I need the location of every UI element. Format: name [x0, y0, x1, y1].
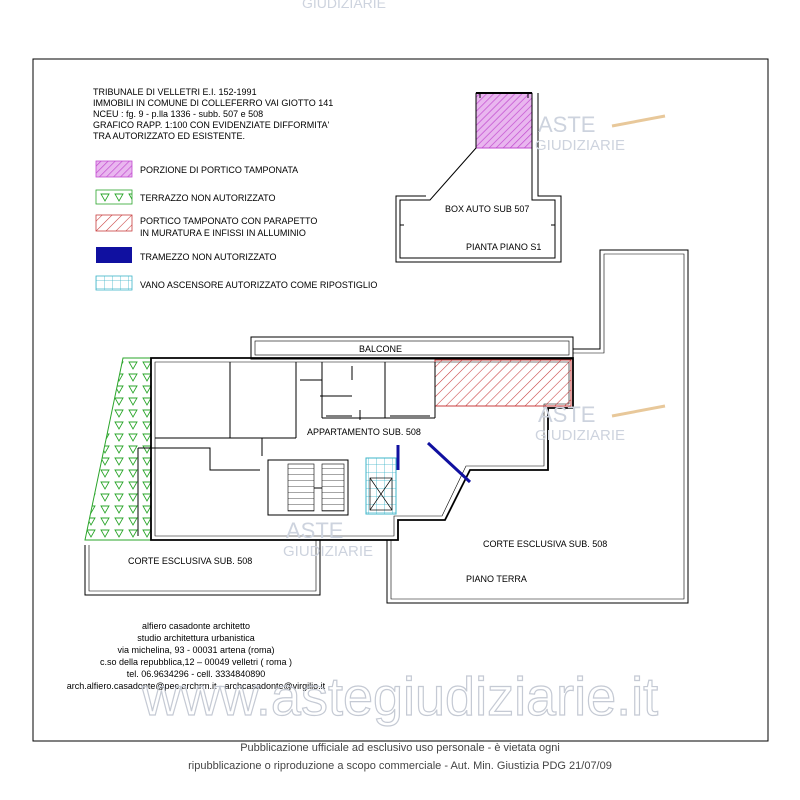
- svg-text:studio architettura urbanistic: studio architettura urbanistica: [137, 633, 255, 643]
- label-court-right: CORTE ESCLUSIVA SUB. 508: [483, 539, 607, 549]
- svg-text:GIUDIZIARIE: GIUDIZIARIE: [283, 543, 373, 560]
- legend-swatch-blue-fill: [96, 247, 132, 263]
- legend-label-3b: IN MURATURA E INFISSI IN ALLUMINIO: [140, 228, 306, 238]
- label-balcony: BALCONE: [359, 344, 402, 354]
- box-outline: [399, 93, 556, 259]
- svg-text:ASTE: ASTE: [538, 402, 595, 427]
- lift-shaft: [365, 457, 397, 515]
- right-court-boundary: [386, 249, 689, 604]
- box-hatched-portion: [475, 92, 533, 149]
- unauthorized-terrace: [84, 357, 152, 541]
- title-line-4: GRAFICO RAPP. 1:100 CON EVIDENZIATE DIFF…: [93, 120, 330, 130]
- label-piano-s1: PIANTA PIANO S1: [466, 242, 541, 252]
- watermark-top: GIUDIZIARIE: [302, 0, 386, 11]
- title-line-1: TRIBUNALE DI VELLETRI E.I. 152-1991: [93, 87, 257, 97]
- svg-text:tel. 06.9634296 - cell. 333484: tel. 06.9634296 - cell. 3334840890: [127, 669, 266, 679]
- legend-swatch-cyan-grid: [95, 275, 133, 291]
- svg-text:Pubblicazione ufficiale ad esc: Pubblicazione ufficiale ad esclusivo uso…: [240, 742, 560, 754]
- watermark-site: www.astegiudiziarie.it: [141, 667, 658, 727]
- title-line-5: TRA AUTORIZZATO ED ESISTENTE.: [93, 131, 245, 141]
- stairwell: [267, 459, 349, 516]
- svg-text:alfiero casadonte architetto: alfiero casadonte architetto: [142, 621, 250, 631]
- legend-label-5: VANO ASCENSORE AUTORIZZATO COME RIPOSTIG…: [140, 280, 377, 290]
- left-court-boundary: [84, 540, 321, 596]
- title-line-2: IMMOBILI IN COMUNE DI COLLEFERRO VAI GIO…: [93, 98, 333, 108]
- svg-text:GIUDIZIARIE: GIUDIZIARIE: [535, 427, 625, 444]
- studio-info: alfiero casadonte architetto studio arch…: [67, 621, 326, 691]
- legend-label-4: TRAMEZZO NON AUTORIZZATO: [140, 252, 277, 262]
- svg-text:arch.alfiero.casadonte@pec.arc: arch.alfiero.casadonte@pec.archrm.it - a…: [67, 681, 326, 691]
- legend-label-1: PORZIONE DI PORTICO TAMPONATA: [140, 165, 298, 175]
- svg-text:ASTE: ASTE: [538, 112, 595, 137]
- watermark-stamp-3: ASTE GIUDIZIARIE: [283, 518, 373, 560]
- apartment-outline: [150, 357, 574, 541]
- watermark-stamp-1: ASTE GIUDIZIARIE: [535, 112, 666, 154]
- svg-text:c.so della repubblica,12 – 000: c.so della repubblica,12 – 00049 velletr…: [100, 657, 292, 667]
- svg-text:ASTE: ASTE: [286, 518, 343, 543]
- balcony: [250, 336, 574, 360]
- unauthorized-partition-diagonal: [426, 441, 472, 484]
- label-apartment: APPARTAMENTO SUB. 508: [307, 427, 421, 437]
- title-block: TRIBUNALE DI VELLETRI E.I. 152-1991 IMMO…: [93, 87, 333, 141]
- watermark-stamp-2: ASTE GIUDIZIARIE: [535, 402, 666, 444]
- title-line-3: NCEU : fg. 9 - p.lla 1336 - subb. 507 e …: [93, 109, 263, 119]
- label-court-left: CORTE ESCLUSIVA SUB. 508: [128, 556, 252, 566]
- legend-label-3a: PORTICO TAMPONATO CON PARAPETTO: [140, 216, 317, 226]
- label-piano-terra: PIANO TERRA: [466, 574, 527, 584]
- label-box-auto: BOX AUTO SUB 507: [445, 204, 529, 214]
- legend-label-2: TERRAZZO NON AUTORIZZATO: [140, 193, 276, 203]
- legend-swatch-red-hatch: [95, 214, 133, 232]
- legend-swatch-green-triangles: [95, 189, 133, 205]
- svg-text:ripubblicazione o riproduzione: ripubblicazione o riproduzione a scopo c…: [188, 760, 612, 772]
- legend-swatch-magenta-hatch: [95, 160, 133, 178]
- plan-ground-floor: [84, 249, 689, 604]
- footer-notice: Pubblicazione ufficiale ad esclusivo uso…: [188, 742, 612, 772]
- svg-text:via michelina, 93 - 00031 arte: via michelina, 93 - 00031 artena (roma): [117, 645, 274, 655]
- drawing-frame: [32, 58, 769, 742]
- svg-text:GIUDIZIARIE: GIUDIZIARIE: [535, 137, 625, 154]
- plan-basement: [395, 92, 562, 263]
- enclosed-portico: [434, 359, 572, 407]
- legend: PORZIONE DI PORTICO TAMPONATA TERRAZZO N…: [95, 160, 377, 291]
